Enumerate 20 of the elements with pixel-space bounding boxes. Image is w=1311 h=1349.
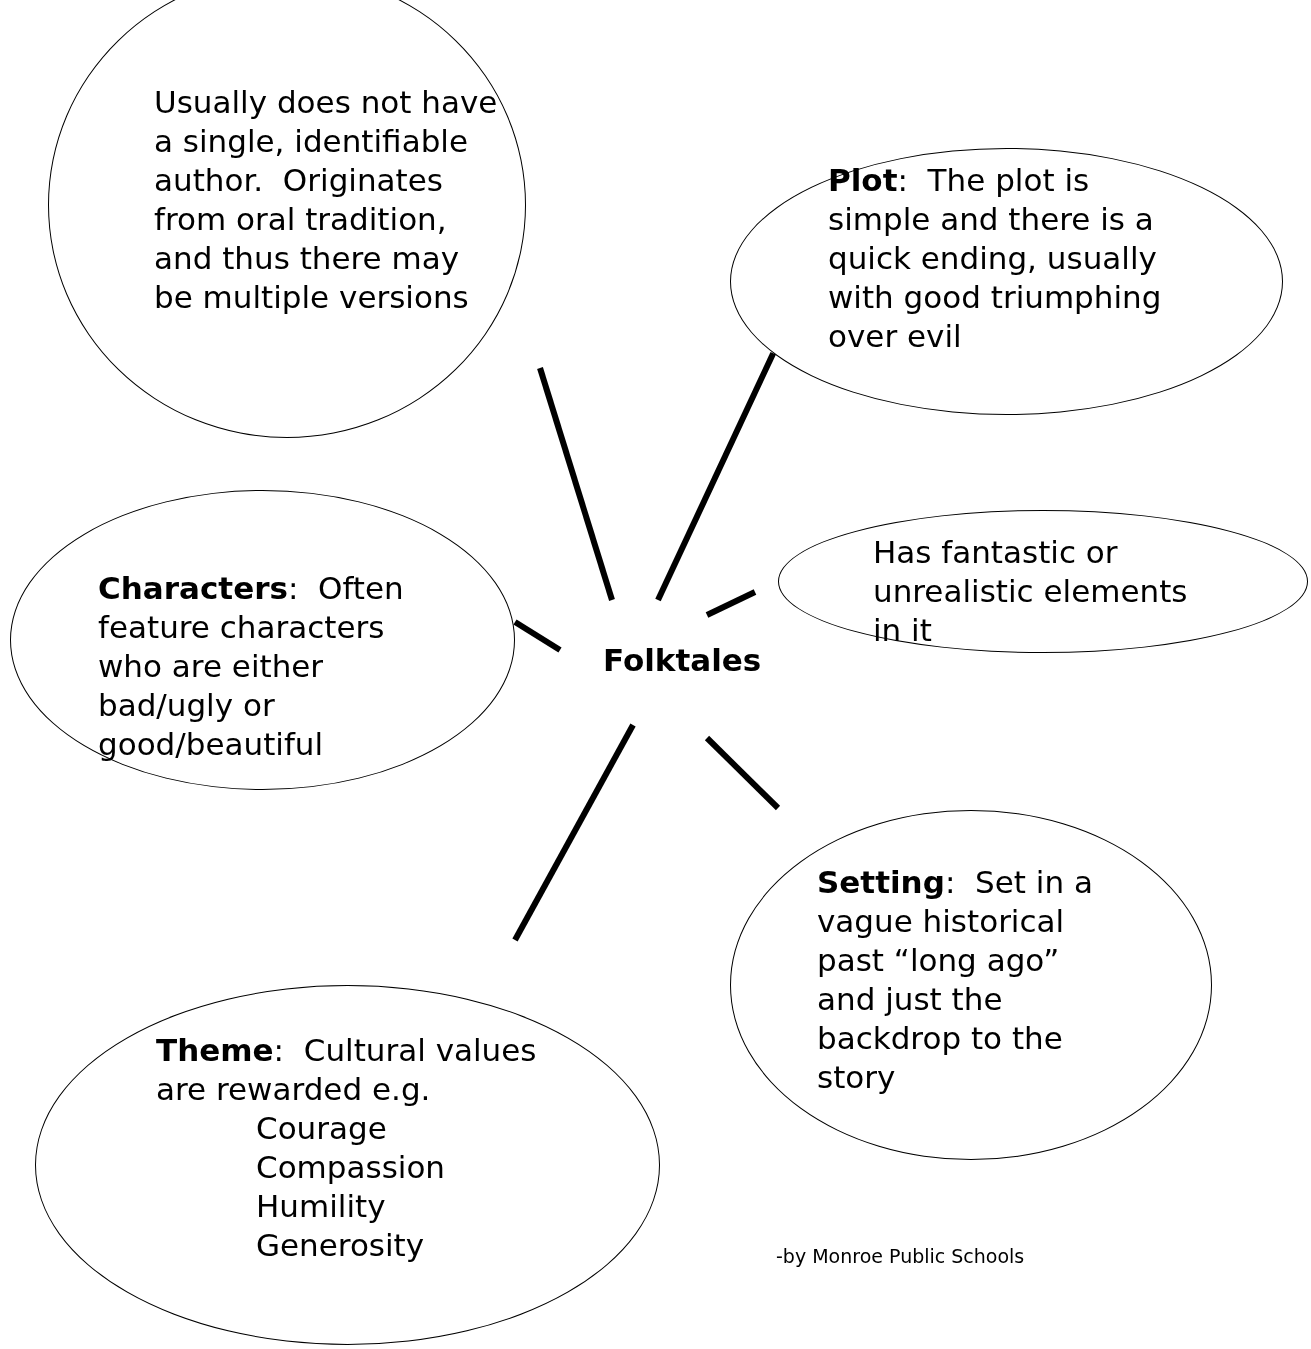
bubble-text: Usually does not have a single, identifiable author. Originates from oral tradition, and thus there may be multiple versions (154, 83, 499, 317)
bubble-text: Theme: Cultural values are rewarded e.g. (156, 1031, 538, 1109)
connector-line (655, 351, 776, 602)
connector-line (537, 367, 615, 601)
list-item: Courage (256, 1109, 388, 1148)
ellipse-bubble (730, 148, 1283, 415)
bubble-text: Setting: Set in a vague historical past “long ago” and just the backdrop to the story (817, 863, 1094, 1097)
connector-line (705, 589, 757, 618)
list-item: Generosity (256, 1226, 426, 1265)
list-item: Compassion (256, 1148, 446, 1187)
source-note: -by Monroe Public Schools (776, 1245, 1025, 1267)
connector-line (512, 723, 636, 942)
bubble-text: Characters: Often feature characters who are either bad/ugly or good/beautiful (98, 569, 405, 764)
topic-label: Folktales (603, 641, 762, 680)
connector-line (704, 735, 781, 811)
list-item: Humility (256, 1187, 387, 1226)
bubble-text: Plot: The plot is simple and there is a quick ending, usually with good triumphing over evil (828, 161, 1163, 356)
ellipse-bubble (778, 510, 1308, 653)
bubble-text: Has fantastic or unrealistic elements in it (873, 533, 1189, 650)
connector-line (513, 619, 562, 653)
